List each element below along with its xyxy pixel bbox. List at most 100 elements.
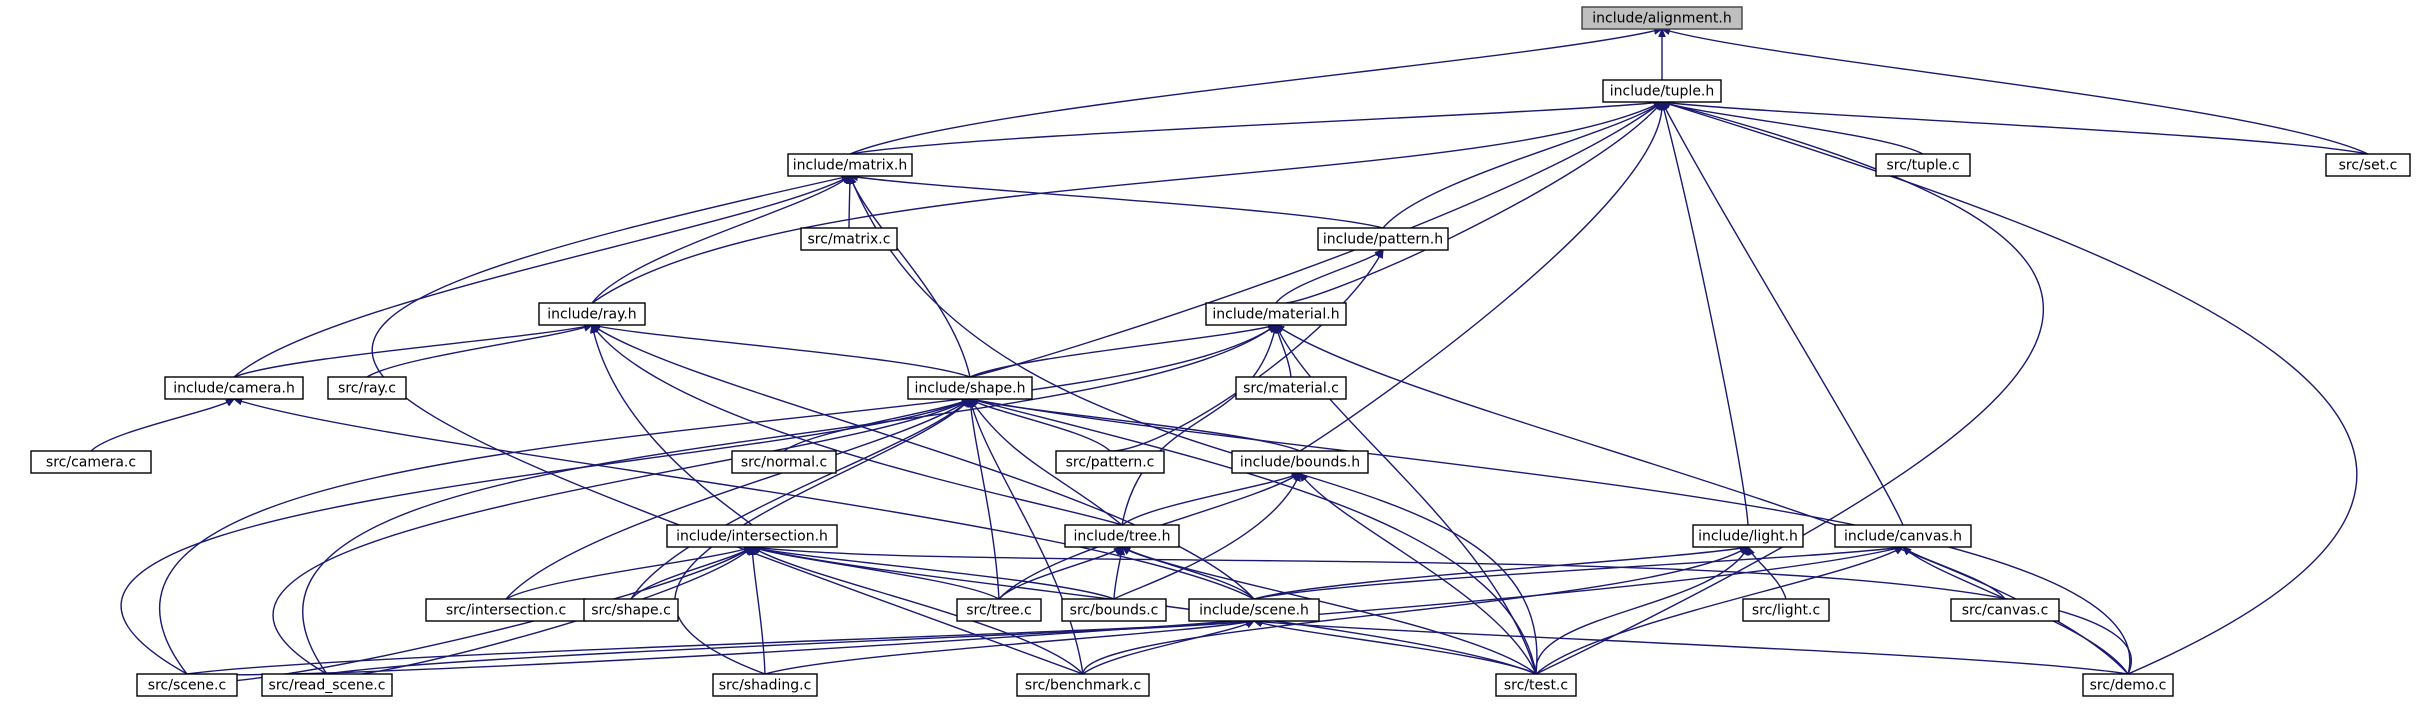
edge-canvas-to-tuple: [1662, 102, 1904, 526]
edge-tree-c-to-tree: [998, 547, 1122, 600]
node-light-c[interactable]: src/light.c: [1742, 598, 1830, 622]
node-bounds-c[interactable]: src/bounds.c: [1061, 598, 1167, 622]
edge-tree-to-bounds: [1121, 473, 1300, 526]
edge-pattern-c-to-shape: [970, 399, 1111, 452]
node-scene[interactable]: include/scene.h: [1188, 598, 1320, 622]
node-box: [1875, 153, 1971, 177]
edge-intersection-c-to-shape: [505, 399, 970, 600]
node-benchmark-c[interactable]: src/benchmark.c: [1016, 673, 1150, 697]
edge-benchmark-c-to-scene: [1082, 621, 1254, 675]
node-label: src/shape.c: [591, 603, 671, 619]
node-test-c[interactable]: src/test.c: [1495, 673, 1577, 697]
node-box: [1581, 6, 1743, 30]
edge-benchmark-c-to-matrix: [371, 176, 1084, 675]
node-box: [583, 598, 679, 622]
node-label: src/demo.c: [2090, 678, 2167, 694]
node-bounds[interactable]: include/bounds.h: [1231, 450, 1369, 474]
edge-test-c-to-tuple: [1535, 102, 2045, 675]
node-intersection-c[interactable]: src/intersection.c: [425, 598, 587, 622]
node-box: [1061, 598, 1167, 622]
edge-pattern-to-matrix: [850, 176, 1384, 229]
node-canvas-c[interactable]: src/canvas.c: [1950, 598, 2060, 622]
node-tree-c[interactable]: src/tree.c: [956, 598, 1042, 622]
node-light[interactable]: include/light.h: [1692, 524, 1804, 548]
edge-shape-c-to-shape: [630, 399, 970, 600]
edge-material-to-tuple: [1275, 102, 1662, 305]
node-box: [1692, 524, 1804, 548]
node-matrix[interactable]: include/matrix.h: [787, 153, 913, 177]
node-label: src/tree.c: [966, 603, 1031, 619]
node-label: src/shading.c: [719, 678, 812, 694]
node-shape[interactable]: include/shape.h: [907, 376, 1033, 400]
node-box: [1235, 376, 1347, 400]
node-demo-c[interactable]: src/demo.c: [2082, 673, 2174, 697]
edge-ray-c-to-ray: [366, 325, 592, 378]
node-box: [956, 598, 1042, 622]
edge-demo-c-to-tuple: [1662, 102, 2358, 675]
node-tuple-c[interactable]: src/tuple.c: [1875, 153, 1971, 177]
edges-layer: [90, 29, 2369, 683]
edge-scene-c-to-material: [159, 325, 1276, 675]
node-ray[interactable]: include/ray.h: [538, 302, 646, 326]
edge-tree-to-material: [1121, 325, 1276, 526]
edge-test-c-to-shape: [970, 399, 1537, 675]
node-box: [1055, 450, 1165, 474]
node-label: src/set.c: [2339, 158, 2398, 174]
node-alignment[interactable]: include/alignment.h: [1581, 6, 1743, 30]
node-canvas[interactable]: include/canvas.h: [1834, 524, 1972, 548]
node-read-scene-c[interactable]: src/read_scene.c: [261, 673, 393, 697]
node-shading-c[interactable]: src/shading.c: [712, 673, 818, 697]
node-label: include/bounds.h: [1240, 455, 1360, 471]
edge-benchmark-c-to-light: [1082, 547, 1748, 675]
node-material-c[interactable]: src/material.c: [1235, 376, 1347, 400]
node-material[interactable]: include/material.h: [1205, 302, 1347, 326]
node-label: src/normal.c: [741, 455, 827, 471]
edge-tree-to-shape: [970, 399, 1123, 526]
edge-read-scene-c-to-material: [302, 325, 1276, 675]
node-label: src/bounds.c: [1070, 603, 1159, 619]
node-label: include/light.h: [1698, 529, 1798, 545]
node-tuple[interactable]: include/tuple.h: [1602, 79, 1722, 103]
node-scene-c[interactable]: src/scene.c: [136, 673, 238, 697]
edge-scene-c-to-shape: [120, 398, 970, 675]
node-camera-c[interactable]: src/camera.c: [30, 450, 152, 474]
node-box: [30, 450, 152, 474]
node-label: include/shape.h: [914, 381, 1025, 397]
node-box: [1834, 524, 1972, 548]
edge-pattern-to-tuple: [1382, 102, 1662, 229]
node-intersection[interactable]: include/intersection.h: [666, 524, 838, 548]
edge-bounds-c-to-intersection: [752, 547, 1115, 600]
edge-camera-c-to-camera: [90, 399, 234, 452]
node-ray-c[interactable]: src/ray.c: [327, 376, 407, 400]
node-label: include/ray.h: [547, 307, 636, 323]
node-matrix-c[interactable]: src/matrix.c: [800, 227, 898, 251]
node-box: [907, 376, 1033, 400]
node-normal-c[interactable]: src/normal.c: [731, 450, 837, 474]
edge-shape-to-ray: [592, 325, 971, 378]
node-box: [1205, 302, 1347, 326]
edge-tuple-c-to-tuple: [1662, 102, 1924, 155]
node-label: src/ray.c: [338, 381, 396, 397]
node-label: include/alignment.h: [1592, 11, 1732, 27]
node-box: [731, 450, 837, 474]
node-box: [1317, 227, 1449, 251]
node-label: include/material.h: [1212, 307, 1339, 323]
edge-set-c-to-alignment: [1662, 29, 2369, 155]
node-box: [1016, 673, 1150, 697]
node-box: [1231, 450, 1369, 474]
node-label: include/tuple.h: [1610, 84, 1715, 100]
nodes-layer: include/alignment.h include/tuple.h includ…: [30, 6, 2411, 697]
node-label: src/canvas.c: [1962, 603, 2049, 619]
node-camera[interactable]: include/camera.h: [164, 376, 304, 400]
edge-test-c-to-canvas: [1535, 547, 1903, 675]
node-pattern-c[interactable]: src/pattern.c: [1055, 450, 1165, 474]
edge-normal-c-to-shape: [783, 398, 970, 452]
node-shape-c[interactable]: src/shape.c: [583, 598, 679, 622]
node-pattern[interactable]: include/pattern.h: [1317, 227, 1449, 251]
node-label: src/benchmark.c: [1025, 678, 1141, 694]
node-tree[interactable]: include/tree.h: [1064, 524, 1180, 548]
node-label: include/tree.h: [1074, 529, 1171, 545]
node-box: [712, 673, 818, 697]
node-label: src/camera.c: [46, 455, 136, 471]
node-set-c[interactable]: src/set.c: [2325, 153, 2411, 177]
